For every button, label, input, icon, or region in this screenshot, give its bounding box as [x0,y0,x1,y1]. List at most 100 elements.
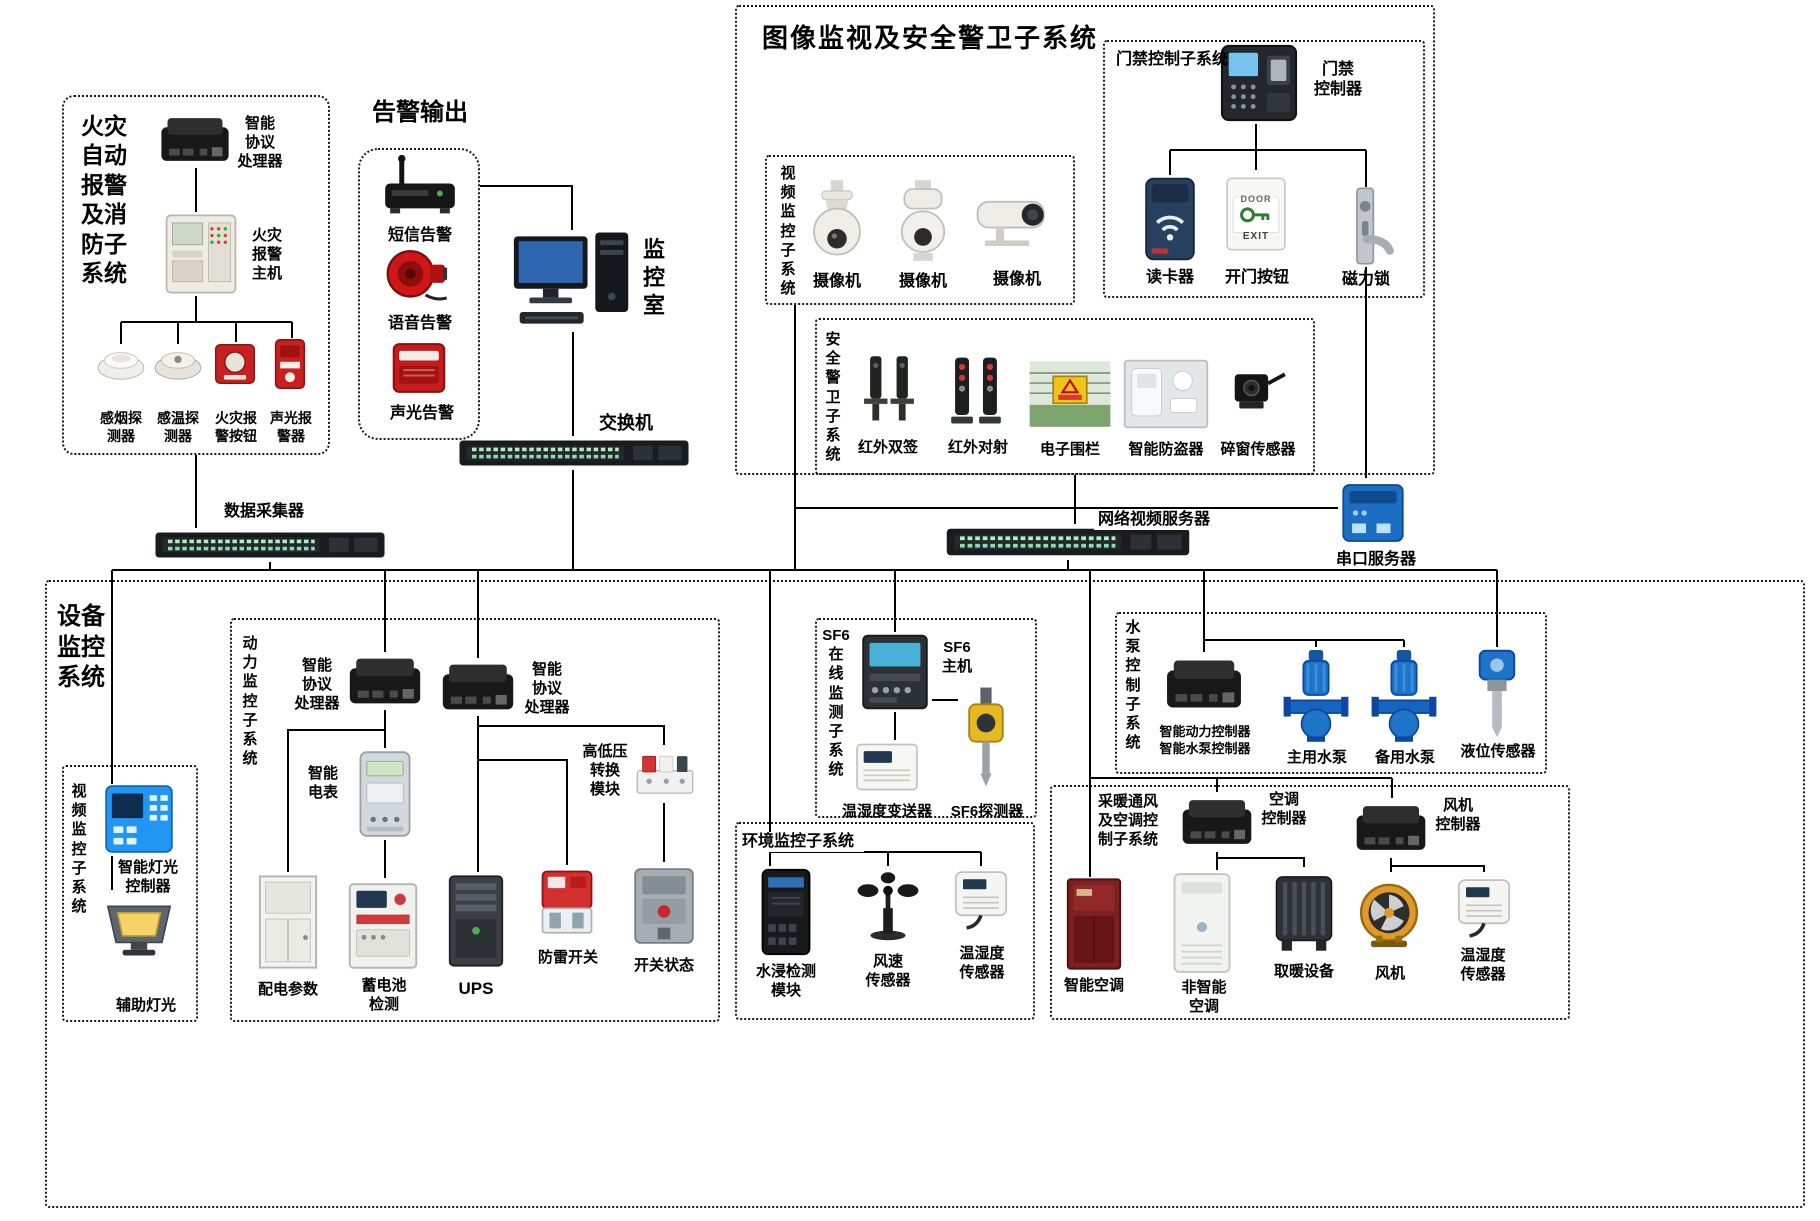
strobe-alarm-label: 声光报 警器 [270,410,312,444]
network-video-server-device [944,526,1192,558]
dome-camera-device [812,179,862,256]
main-pump-device [1282,648,1350,744]
sf6-title: SF6 在 线 监 测 子 系 统 [822,627,850,779]
power-protocol-processor2-device [442,664,514,710]
serial-server-device [1342,484,1404,542]
sound-light-output-device [392,343,446,393]
smart-ac-device [1066,878,1122,970]
door-button-text-top: DOOR [1240,194,1272,204]
fire-subsystem-box [62,95,330,455]
smoke-detector-label: 感烟探 测器 [100,410,142,444]
camera1-label: 摄像机 [812,273,861,290]
power-protocol-processor1-device [349,658,421,704]
env-temp-label: 温湿度 传感器 [959,945,1005,982]
heat-detector-label: 感温探 测器 [157,410,199,444]
power-title: 动 力 监 控 子 系 统 [242,635,258,768]
access-controller-label: 门禁 控制器 [1313,61,1362,99]
wind-sensor-device [857,872,919,941]
ir-beam-label: 红外对射 [947,439,1008,456]
normal-ac-device [1173,873,1231,973]
hvlv-label: 高低压 转换 模块 [582,743,628,799]
sf6-monitor-box [815,618,1037,818]
env-title: 环境监控子系统 [742,832,864,853]
smart-meter-device [359,751,411,837]
fire-processor-label: 智能 协议 处理器 [237,115,283,171]
breaker-label: 开关状态 [633,957,694,974]
aux-light-label: 辅助灯光 [115,997,176,1014]
backup-pump-device [1370,648,1438,744]
water-leak-module-device [761,868,811,956]
anti-theft-kit-device [1123,359,1209,429]
anti-theft-label: 智能防盗器 [1128,441,1204,458]
power-monitor-box [230,618,720,1022]
sf6-transmitter-label: 温湿度变送器 [841,803,932,820]
smoke-detector-device [97,352,145,380]
led-floodlight-device [106,905,172,957]
light-controller-label: 智能灯光 控制器 [117,859,178,896]
fan-device [1359,883,1419,949]
data-collector-label: 数据采集器 [223,503,304,520]
meter-label: 智能 电表 [307,765,338,802]
fire-system-title: 火灾 自动 报警 及消 防子 系统 [81,113,127,287]
fire-host-label: 火灾 报警 主机 [251,227,282,283]
power-processor2-label: 智能 协议 处理器 [524,661,570,717]
data-collector-device [153,530,387,560]
env-monitor-box [735,822,1035,1020]
cabinet-label: 配电参数 [257,981,318,998]
pump-controller-device [1167,660,1241,708]
backup-pump-label: 备用水泵 [1374,749,1435,766]
heater-device [1277,877,1332,951]
video-surveillance-box [765,155,1075,305]
hvac-control-box [1050,785,1570,1020]
heat-detector-device [154,352,202,380]
humiture-sensor-device [953,870,1009,930]
video-server-label: 网络视频服务器 [1094,510,1214,531]
power-cabinet-device [258,875,318,969]
fan-controller-label: 风机 控制器 [1435,797,1481,834]
water-module-label: 水浸检测 模块 [755,963,816,1000]
ups-device [448,875,504,967]
video-sub2-box [62,765,198,1022]
power-processor1-label: 智能 协议 处理器 [294,657,340,713]
main-pump-label: 主用水泵 [1286,749,1347,766]
monitor-computer-device [512,231,630,326]
heater-label: 取暖设备 [1273,963,1334,980]
level-sensor-label: 液位传感器 [1460,743,1536,760]
fan-controller-device [1356,806,1426,850]
card-reader-label: 读卡器 [1145,269,1194,286]
hvlv-module-device [636,755,694,794]
network-switch-device [457,438,691,468]
wire-group [111,124,1498,890]
humiture-transmitter-device [856,743,918,791]
control-room-label: 监 控 室 [642,237,665,319]
fence-label: 电子围栏 [1039,441,1100,458]
fire-alarm-button-device [214,343,256,385]
window-sensor-label: 碎窗传感器 [1220,441,1296,458]
voice-alarm-label: 语音告警 [387,315,452,332]
camera3-label: 摄像机 [992,271,1041,288]
pump-controller-label: 智能动力控制器 智能水泵控制器 [1159,724,1251,756]
video-sub-title: 视 频 监 控 子 系 统 [780,165,796,298]
magnetic-lock-device [1357,188,1390,263]
pump-control-box [1115,612,1547,774]
hvac-title: 采暖通风 及空调控 制子系统 [1097,793,1158,849]
level-sensor-device [1478,649,1516,739]
card-reader-device [1144,176,1196,262]
fire-alarm-host-device [165,214,237,294]
access-title: 门禁控制子系统 [1116,51,1229,68]
equipment-title: 设备 监控 系统 [57,603,105,692]
fire-protocol-processor-device [161,118,229,161]
surge-label: 防雷开关 [537,949,598,966]
equipment-monitor-box [45,580,1805,1208]
security-guard-box [815,318,1315,475]
alarm-output-title: 告警输出 [372,99,468,126]
sms-alarm-device [385,155,455,213]
battery-label: 蓄电池 检测 [361,977,407,1014]
smart-ac-label: 智能空调 [1063,977,1124,994]
switch-label: 交换机 [599,413,653,433]
alarm-output-box [358,148,480,440]
guard-title: 安 全 警 卫 子 系 统 [825,331,841,464]
normal-ac-label: 非智能 空调 [1181,979,1227,1016]
access-control-box [1103,40,1425,298]
